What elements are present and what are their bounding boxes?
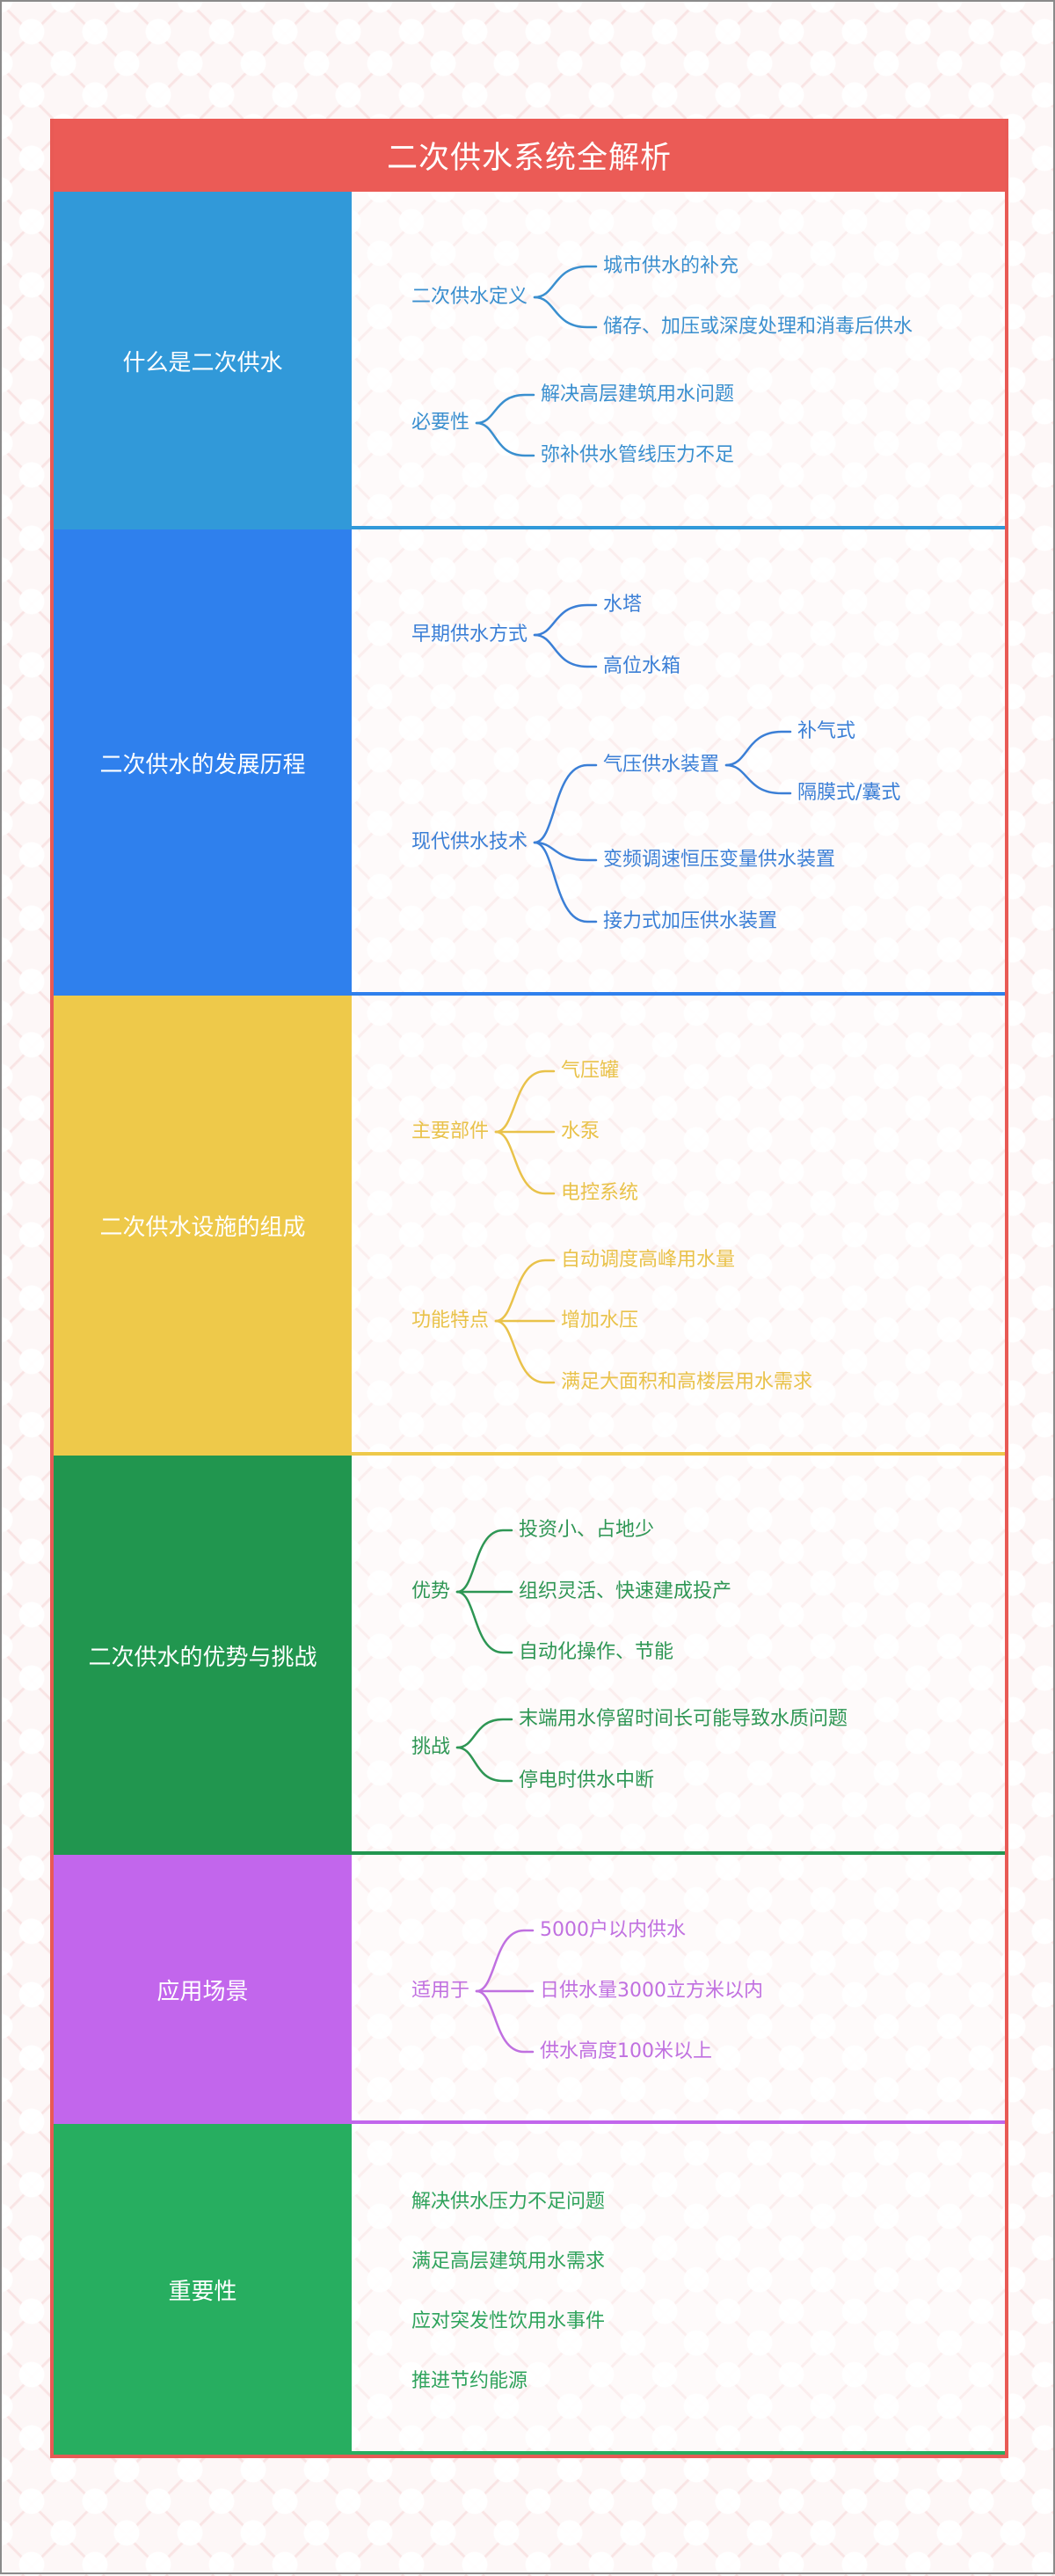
leaf-node[interactable]: 日供水量3000立方米以内 (540, 1980, 763, 2002)
section-label: 二次供水设施的组成 (54, 996, 352, 1456)
section-title: 二次供水设施的组成 (99, 1215, 306, 1241)
list-item[interactable]: 满足高层建筑用水需求 (411, 2251, 606, 2273)
leaf-node[interactable]: 储存、加压或深度处理和消毒后供水 (603, 316, 913, 338)
page-title: 二次供水系统全解析 (50, 119, 1008, 192)
branch-node[interactable]: 挑战 (411, 1736, 451, 1758)
section-title: 二次供水的优势与挑战 (88, 1644, 317, 1671)
section-content-panel (352, 1456, 1005, 1855)
section-content-panel (352, 1855, 1005, 2124)
section-title: 重要性 (168, 2278, 237, 2305)
leaf-node[interactable]: 末端用水停留时间长可能导致水质问题 (519, 1708, 848, 1730)
leaf-node[interactable]: 接力式加压供水装置 (603, 910, 778, 932)
section-title: 什么是二次供水 (122, 349, 283, 376)
section-title: 二次供水的发展历程 (99, 751, 306, 778)
section-title: 应用场景 (156, 1978, 249, 2005)
leaf-node[interactable]: 停电时供水中断 (519, 1770, 655, 1792)
leaf-node[interactable]: 自动调度高峰用水量 (561, 1249, 736, 1271)
list-item[interactable]: 解决供水压力不足问题 (411, 2191, 606, 2213)
branch-node[interactable]: 优势 (411, 1580, 451, 1602)
branch-node[interactable]: 早期供水方式 (411, 624, 528, 646)
branch-node[interactable]: 二次供水定义 (411, 286, 528, 308)
leaf-node[interactable]: 供水高度100米以上 (540, 2040, 712, 2062)
leaf-node[interactable]: 满足大面积和高楼层用水需求 (561, 1371, 813, 1393)
branch-node[interactable]: 主要部件 (411, 1120, 490, 1142)
leaf-node[interactable]: 水泵 (561, 1120, 600, 1142)
leaf-node[interactable]: 变频调速恒压变量供水装置 (603, 849, 836, 871)
section-label: 什么是二次供水 (54, 192, 352, 529)
leaf-node[interactable]: 高位水箱 (603, 655, 681, 677)
leaf-node[interactable]: 投资小、占地少 (519, 1519, 655, 1541)
section-content-panel (352, 529, 1005, 996)
list-item[interactable]: 推进节约能源 (411, 2370, 528, 2392)
leaf-node[interactable]: 5000户以内供水 (540, 1919, 686, 1941)
sub-branch-node[interactable]: 气压供水装置 (603, 754, 720, 776)
branch-node[interactable]: 适用于 (411, 1980, 470, 2002)
leaf-node[interactable]: 气压罐 (561, 1060, 620, 1082)
section-content-panel (352, 996, 1005, 1456)
branch-node[interactable]: 现代供水技术 (411, 831, 528, 853)
branch-node[interactable]: 功能特点 (411, 1310, 490, 1332)
list-item[interactable]: 应对突发性饮用水事件 (411, 2310, 606, 2332)
branch-node[interactable]: 必要性 (411, 412, 470, 434)
section-label: 二次供水的发展历程 (54, 529, 352, 996)
section-label: 重要性 (54, 2124, 352, 2455)
section-content-panel (352, 192, 1005, 529)
sub-leaf-node[interactable]: 补气式 (797, 720, 856, 742)
outer-frame (50, 119, 1008, 2458)
section-label: 应用场景 (54, 1855, 352, 2124)
section-content-panel (352, 2124, 1005, 2455)
sub-leaf-node[interactable]: 隔膜式/囊式 (797, 782, 901, 804)
leaf-node[interactable]: 电控系统 (561, 1182, 639, 1204)
leaf-node[interactable]: 增加水压 (561, 1310, 639, 1332)
leaf-node[interactable]: 自动化操作、节能 (519, 1641, 674, 1663)
leaf-node[interactable]: 弥补供水管线压力不足 (541, 444, 735, 466)
leaf-node[interactable]: 组织灵活、快速建成投产 (519, 1580, 732, 1602)
leaf-node[interactable]: 解决高层建筑用水问题 (541, 383, 735, 405)
section-label: 二次供水的优势与挑战 (54, 1456, 352, 1855)
leaf-node[interactable]: 城市供水的补充 (603, 255, 739, 277)
leaf-node[interactable]: 水塔 (603, 594, 643, 616)
